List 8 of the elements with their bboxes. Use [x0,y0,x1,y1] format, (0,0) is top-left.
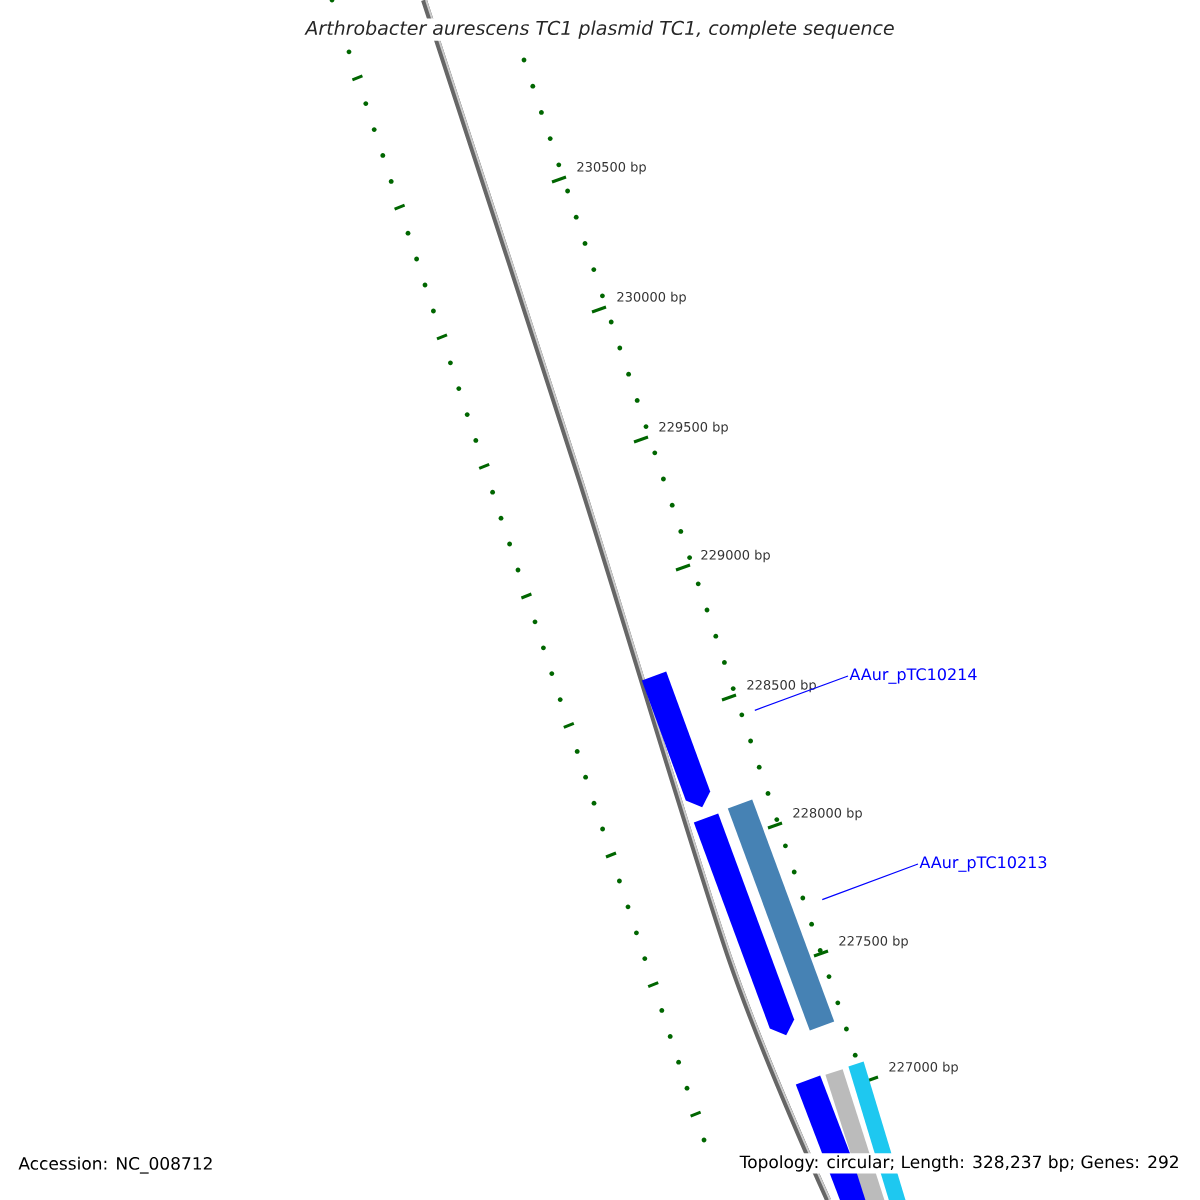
title: Arthrobacter aurescens TC1 plasmid TC1, complete sequence [303,18,897,41]
leader-line [754,675,849,711]
accession-text: Accession: NC_008712 [18,1156,212,1174]
gene-label: AAur_pTC10213 [919,856,1047,872]
gene-block [693,813,795,1036]
summary-text: Topology: circular; Length: 328,237 bp; Genes: 292 [737,1153,1182,1174]
gene-label: AAur_pTC10214 [849,668,977,684]
gene-block [641,671,711,808]
